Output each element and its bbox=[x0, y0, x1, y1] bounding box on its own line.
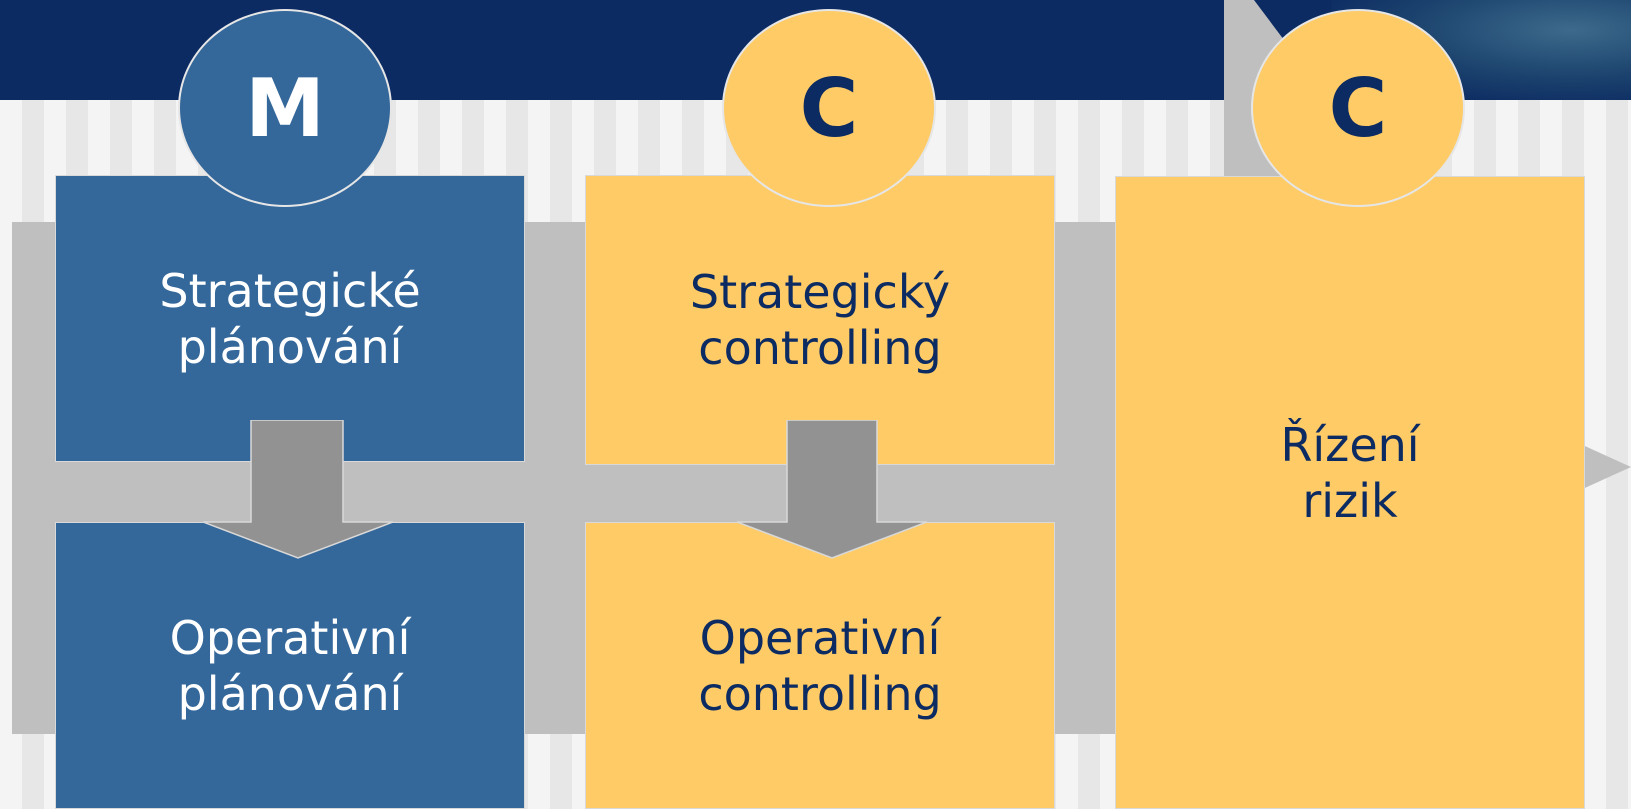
strategic-controlling-label: Strategický controlling bbox=[689, 265, 951, 375]
badge-c-controlling: C bbox=[722, 9, 936, 207]
operative-controlling-box: Operativní controlling bbox=[585, 522, 1055, 809]
risk-management-box: Řízení rizik bbox=[1115, 176, 1585, 809]
down-arrow-icon bbox=[203, 420, 393, 559]
risk-management-label: Řízení rizik bbox=[1280, 417, 1420, 528]
strategic-planning-label: Strategické plánování bbox=[159, 263, 421, 374]
badge-c-controlling-letter: C bbox=[799, 61, 859, 155]
badge-m: M bbox=[178, 9, 392, 207]
badge-c-risk: C bbox=[1251, 9, 1465, 207]
down-arrow-icon bbox=[737, 420, 927, 559]
operative-controlling-label: Operativní controlling bbox=[698, 610, 942, 721]
operative-planning-box: Operativní plánování bbox=[55, 522, 525, 809]
strategic-controlling-box: Strategický controlling bbox=[585, 175, 1055, 465]
strategic-planning-box: Strategické plánování bbox=[55, 175, 525, 462]
badge-m-letter: M bbox=[245, 61, 325, 155]
badge-c-risk-letter: C bbox=[1328, 61, 1388, 155]
operative-planning-label: Operativní plánování bbox=[169, 610, 411, 721]
